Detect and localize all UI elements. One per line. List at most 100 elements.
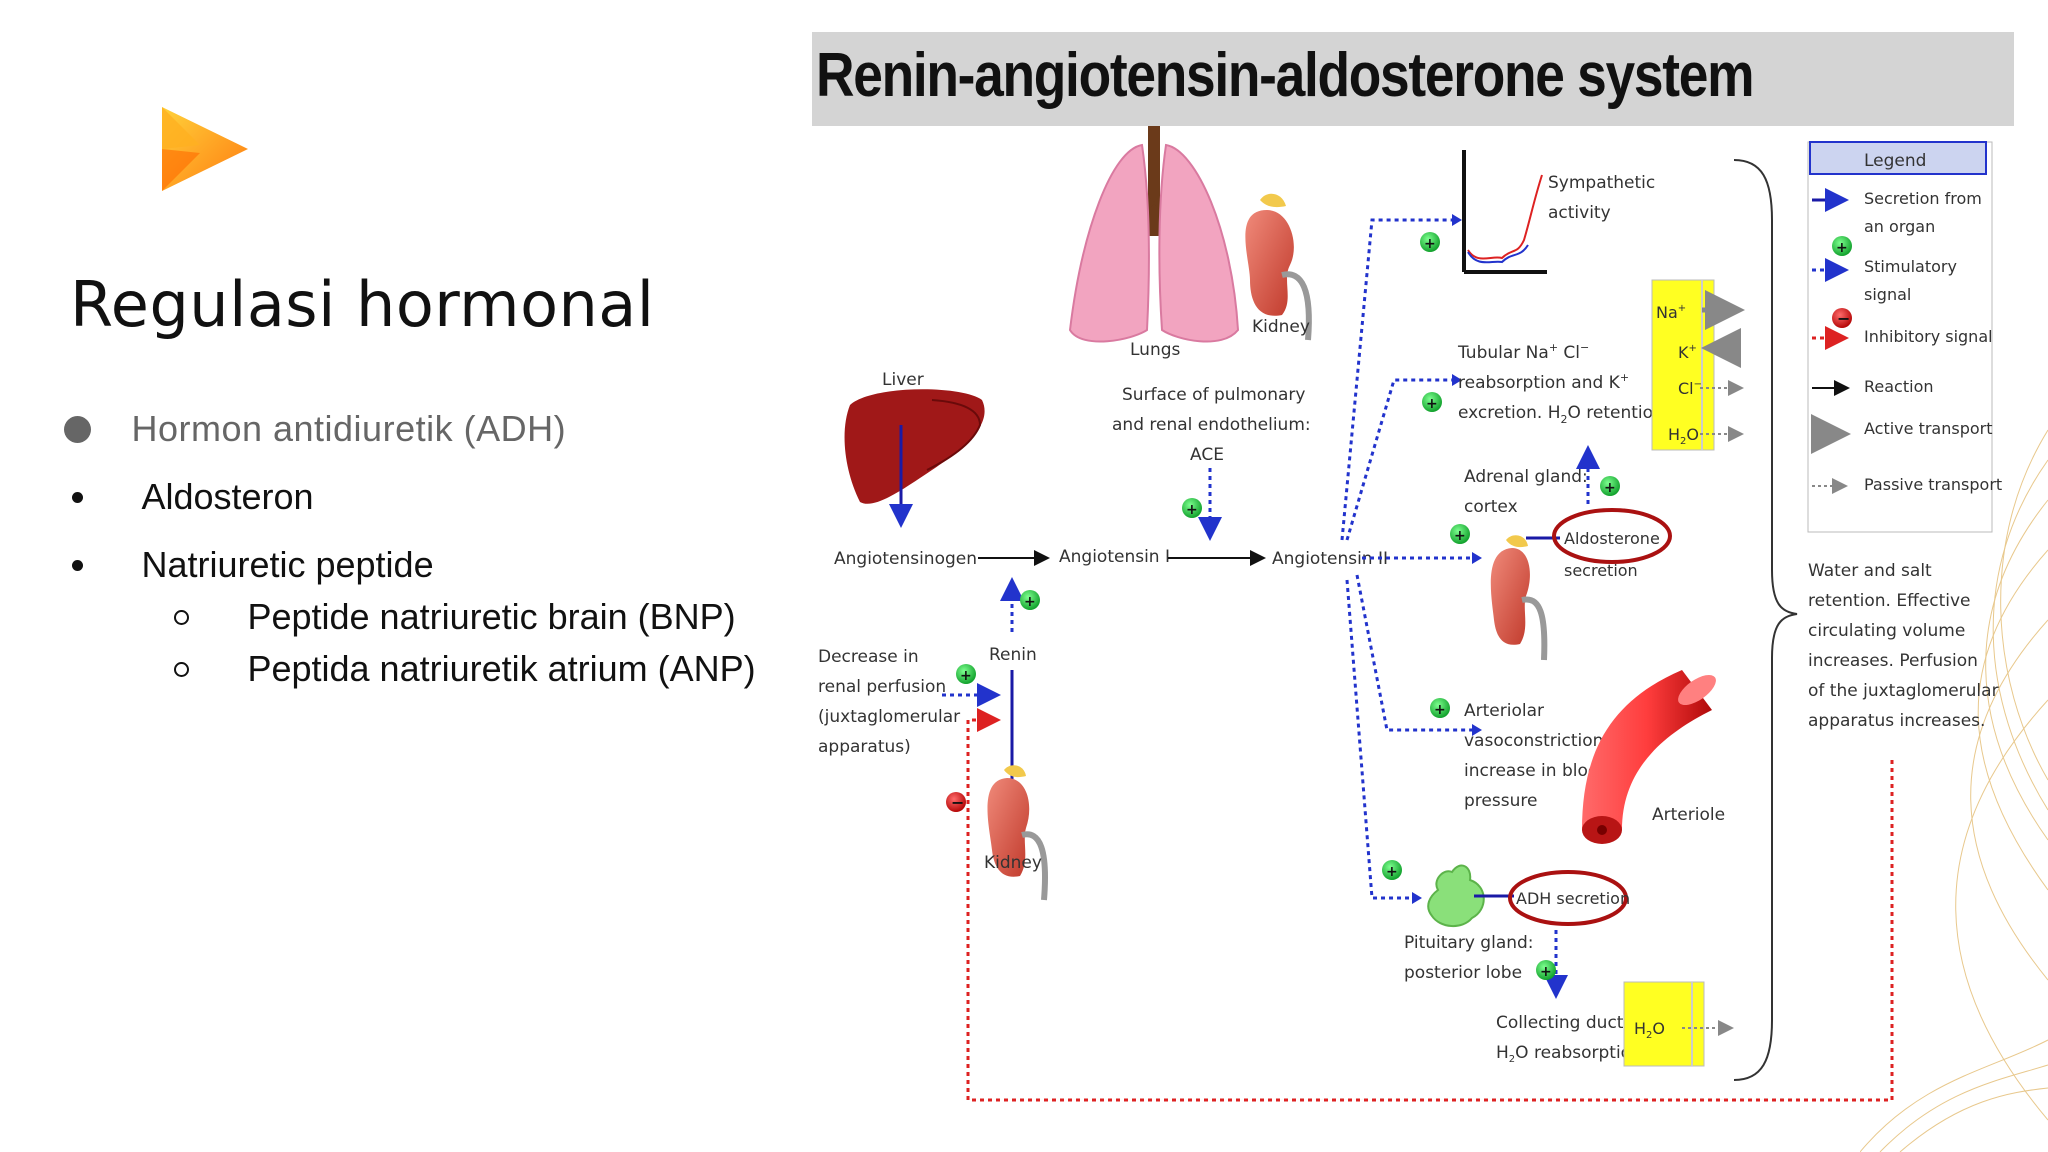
sub-bullet-bnp: Peptide natriuretic brain (BNP) <box>174 596 736 638</box>
angiotensin1-label: Angiotensin I <box>1059 547 1170 567</box>
svg-text:+: + <box>1424 236 1436 252</box>
adh-highlight-ring <box>1508 870 1628 926</box>
bullet-dot <box>64 415 91 443</box>
legend-title: Legend <box>1864 151 1926 171</box>
legend: Legend Secretion from an organ + Stimula… <box>1807 141 2002 533</box>
water-label-1: Water and salt <box>1808 561 1932 581</box>
h2o-label: H2O <box>1668 425 1699 447</box>
legend-stimulatory-label-2: signal <box>1864 285 1911 304</box>
bullet-natriuretic: Natriuretic peptide <box>72 544 434 586</box>
pituitary-label-2: posterior lobe <box>1404 963 1522 983</box>
tubular-label-3: excretion. H2O retention <box>1458 403 1664 426</box>
svg-text:+: + <box>1454 528 1466 544</box>
angiotensin2-label: Angiotensin II <box>1272 549 1388 569</box>
plus-icon <box>1382 860 1402 880</box>
sympathetic-graph-icon <box>1462 150 1547 274</box>
na-label: Na+ <box>1656 303 1686 322</box>
diagram-title: Renin-angiotensin-aldosterone system <box>816 41 1754 110</box>
plus-icon <box>1422 392 1442 412</box>
arteriolar-label-4: pressure <box>1464 791 1537 811</box>
sympathetic-label-1: Sympathetic <box>1548 173 1655 193</box>
water-label-6: apparatus increases. <box>1808 711 1985 731</box>
plus-icon <box>1536 960 1556 980</box>
svg-text:+: + <box>1434 702 1446 718</box>
cl-label: Cl− <box>1678 379 1702 398</box>
sub-bullet-anp: Peptida natriuretik atrium (ANP) <box>174 648 756 690</box>
ace-label: ACE <box>1190 445 1224 465</box>
sub-bullet-circle <box>174 609 189 625</box>
aldosterone-label-1: Aldosterone <box>1564 529 1660 548</box>
water-label-2: retention. Effective <box>1808 591 1971 611</box>
kidney-bottom-label: Kidney <box>984 853 1042 873</box>
slide-title: Regulasi hormonal <box>70 268 655 341</box>
plus-icon <box>1182 498 1202 518</box>
logo-icon <box>162 107 248 191</box>
plus-icon <box>1600 476 1620 496</box>
bullet-aldosteron: Aldosteron <box>72 476 314 518</box>
h2o-label: H2O <box>1634 1019 1665 1041</box>
water-label-4: increases. Perfusion <box>1808 651 1978 671</box>
plus-icon <box>1420 232 1440 252</box>
decorative-lines <box>1860 429 2048 1152</box>
pituitary-icon <box>1427 864 1485 927</box>
svg-text:+: + <box>960 668 972 684</box>
svg-text:+: + <box>1540 964 1552 980</box>
pituitary-label-1: Pituitary gland: <box>1404 933 1534 953</box>
adrenal-kidney-icon <box>1490 535 1548 661</box>
svg-text:+: + <box>1024 594 1036 610</box>
collecting-label-2: H2O reabsorption <box>1496 1043 1642 1065</box>
bullet-dot <box>72 559 83 571</box>
plus-icon <box>1430 698 1450 718</box>
bullet-adh-text: Hormon antidiuretik (ADH) <box>131 408 567 449</box>
decrease-label-1: Decrease in <box>818 647 919 667</box>
arteriolar-label-1: Arteriolar <box>1464 701 1544 721</box>
legend-inhibitory-label: Inhibitory signal <box>1864 327 1993 346</box>
legend-active-label: Active transport <box>1864 419 1993 438</box>
kidney-icon <box>987 765 1048 901</box>
adrenal-label-1: Adrenal gland: <box>1464 467 1588 487</box>
legend-secretion-label: Secretion from <box>1864 189 1982 208</box>
svg-text:+: + <box>1386 864 1398 880</box>
k-label: K+ <box>1678 343 1697 362</box>
liver-icon <box>844 389 985 504</box>
svg-text:−: − <box>951 793 964 812</box>
stimulatory-fanout <box>1340 218 1472 900</box>
summary-brace <box>1733 159 1798 1081</box>
diagram-canvas: Lungs Kidney Liver Angiotensinogen Angio… <box>818 126 2002 1102</box>
sub-bullet-bnp-text: Peptide natriuretic brain (BNP) <box>247 596 736 637</box>
bullet-natriuretic-text: Natriuretic peptide <box>141 544 434 585</box>
water-label-5: of the juxtaglomerular <box>1808 681 1999 701</box>
svg-text:+: + <box>1426 396 1438 412</box>
raas-diagram: Renin-angiotensin-aldosterone system Lu <box>812 30 2016 1120</box>
arteriole-label: Arteriole <box>1652 805 1725 825</box>
arteriolar-label-2: vasoconstriction, <box>1464 731 1609 751</box>
surface-label-2: and renal endothelium: <box>1112 415 1311 435</box>
legend-passive-label: Passive transport <box>1864 475 2002 494</box>
plus-icon <box>1020 590 1040 610</box>
minus-icon <box>946 792 966 812</box>
legend-reaction-label: Reaction <box>1864 377 1934 396</box>
aldosterone-label-2: secretion <box>1564 561 1638 580</box>
arteriolar-label-3: increase in blood <box>1464 761 1609 781</box>
svg-text:−: − <box>1837 309 1850 328</box>
arteriole-icon <box>1582 670 1716 844</box>
decrease-label-4: apparatus) <box>818 737 911 757</box>
sub-bullet-circle <box>174 661 189 677</box>
tubular-label-2: reabsorption and K+ <box>1458 371 1629 393</box>
plus-icon <box>956 664 976 684</box>
aldosterone-highlight-ring <box>1552 508 1672 564</box>
renin-label: Renin <box>989 645 1037 665</box>
legend-secretion-label-2: an organ <box>1864 217 1935 236</box>
plus-icon <box>1450 524 1470 544</box>
bullet-dot <box>72 491 83 503</box>
svg-text:+: + <box>1604 480 1616 496</box>
sympathetic-label-2: activity <box>1548 203 1611 223</box>
surface-label-1: Surface of pulmonary <box>1122 385 1305 405</box>
kidney-top-label: Kidney <box>1252 317 1310 337</box>
kidney-icon <box>1245 193 1312 341</box>
angiotensinogen-label: Angiotensinogen <box>834 549 977 569</box>
legend-stimulatory-label: Stimulatory <box>1864 257 1957 276</box>
collecting-label-1: Collecting duct: <box>1496 1013 1629 1033</box>
inhibitory-feedback-arrow <box>966 708 1894 1102</box>
